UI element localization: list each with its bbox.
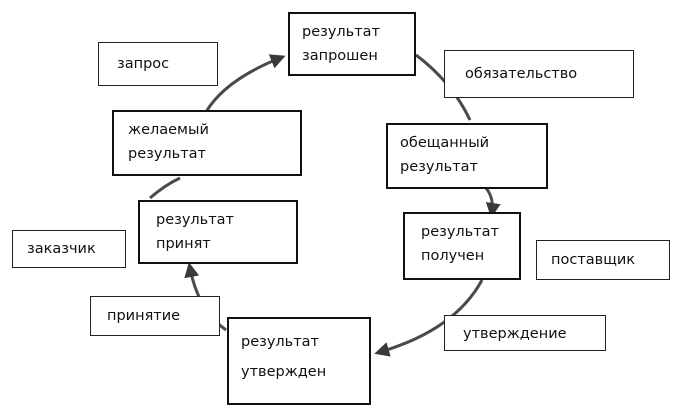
state-result-promised: обещанный результат xyxy=(386,123,548,189)
state-result-requested: результат запрошен xyxy=(288,12,416,76)
arrow-desired-to-requested xyxy=(204,54,286,113)
label-customer: заказчик xyxy=(12,230,126,268)
label-acceptance: принятие xyxy=(90,296,220,336)
label-approval: утверждение xyxy=(444,315,606,351)
state-desired-result: желаемый результат xyxy=(112,110,302,176)
arrow-accepted-to-desired xyxy=(149,176,181,200)
state-result-received: результат получен xyxy=(403,212,521,280)
state-result-accepted: результат принят xyxy=(138,200,298,264)
state-result-approved: результат утвержден xyxy=(227,317,371,405)
arrow-promised-to-received xyxy=(484,187,501,218)
label-request: запрос xyxy=(98,42,218,86)
label-supplier: поставщик xyxy=(536,240,670,280)
label-commitment: обязательство xyxy=(444,50,634,98)
arrow-received-to-approved xyxy=(374,279,484,357)
